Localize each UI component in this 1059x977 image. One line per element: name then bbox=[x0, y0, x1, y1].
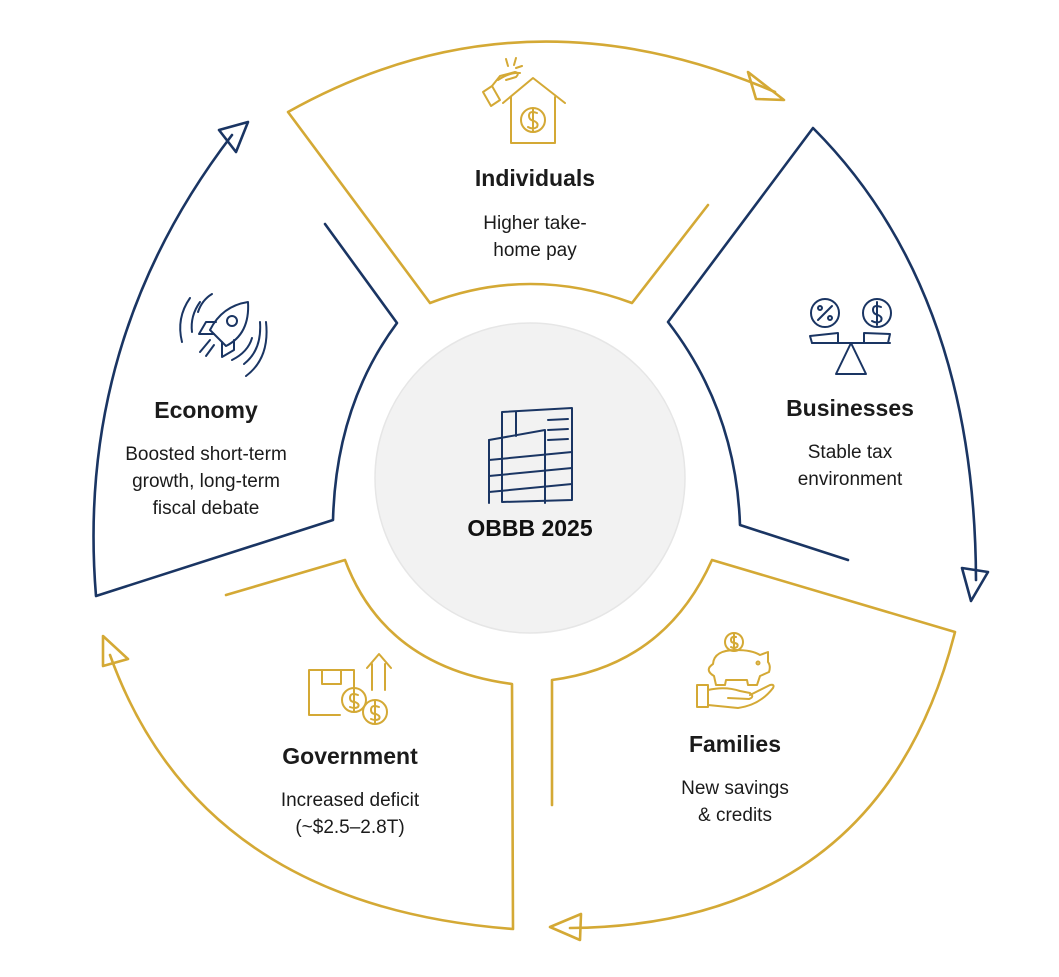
families-arrowhead bbox=[548, 912, 583, 942]
economy-desc-line-2: growth, long-term bbox=[132, 471, 280, 492]
businesses-arrowhead bbox=[960, 566, 990, 603]
government-desc-line-1: Increased deficit bbox=[280, 790, 420, 811]
center-label: OBBB 2025 bbox=[467, 515, 593, 541]
economy-arrowhead bbox=[217, 120, 250, 154]
businesses-desc-line-2: environment bbox=[797, 469, 903, 490]
house-dollar-icon bbox=[482, 57, 566, 144]
piggy-bank-hand-icon bbox=[696, 632, 775, 709]
individuals-desc-line-2: home pay bbox=[493, 240, 577, 261]
government-title: Government bbox=[282, 743, 418, 769]
budget-box-coins-icon bbox=[308, 653, 392, 725]
businesses-title: Businesses bbox=[786, 395, 914, 421]
individuals-title: Individuals bbox=[474, 165, 596, 191]
rocket-icon bbox=[179, 293, 268, 377]
individuals-arrowhead bbox=[746, 70, 786, 102]
businesses-desc-line-1: Stable tax bbox=[807, 442, 893, 463]
government-segment bbox=[108, 558, 515, 931]
government-arrowhead bbox=[101, 634, 130, 668]
businesses-segment bbox=[666, 126, 978, 582]
individuals-description: Higher take- home pay bbox=[420, 210, 650, 264]
economy-title: Economy bbox=[154, 397, 258, 423]
families-desc-line-1: New savings bbox=[681, 778, 789, 799]
center-circle bbox=[374, 322, 686, 634]
families-description: New savings & credits bbox=[630, 775, 840, 829]
businesses-description: Stable tax environment bbox=[740, 439, 960, 493]
office-building-icon bbox=[488, 407, 573, 504]
government-description: Increased deficit (~$2.5–2.8T) bbox=[235, 787, 465, 841]
families-segment bbox=[550, 558, 957, 930]
economy-segment bbox=[92, 133, 399, 598]
economy-desc-line-1: Boosted short-term bbox=[125, 444, 287, 465]
individuals-desc-line-1: Higher take- bbox=[483, 213, 587, 234]
families-title: Families bbox=[688, 731, 782, 757]
balance-scale-icon bbox=[809, 298, 892, 375]
families-desc-line-2: & credits bbox=[698, 805, 772, 826]
economy-description: Boosted short-term growth, long-term fis… bbox=[92, 441, 320, 522]
individuals-segment bbox=[286, 40, 777, 305]
government-desc-line-2: (~$2.5–2.8T) bbox=[295, 817, 405, 838]
economy-desc-line-3: fiscal debate bbox=[152, 498, 260, 519]
